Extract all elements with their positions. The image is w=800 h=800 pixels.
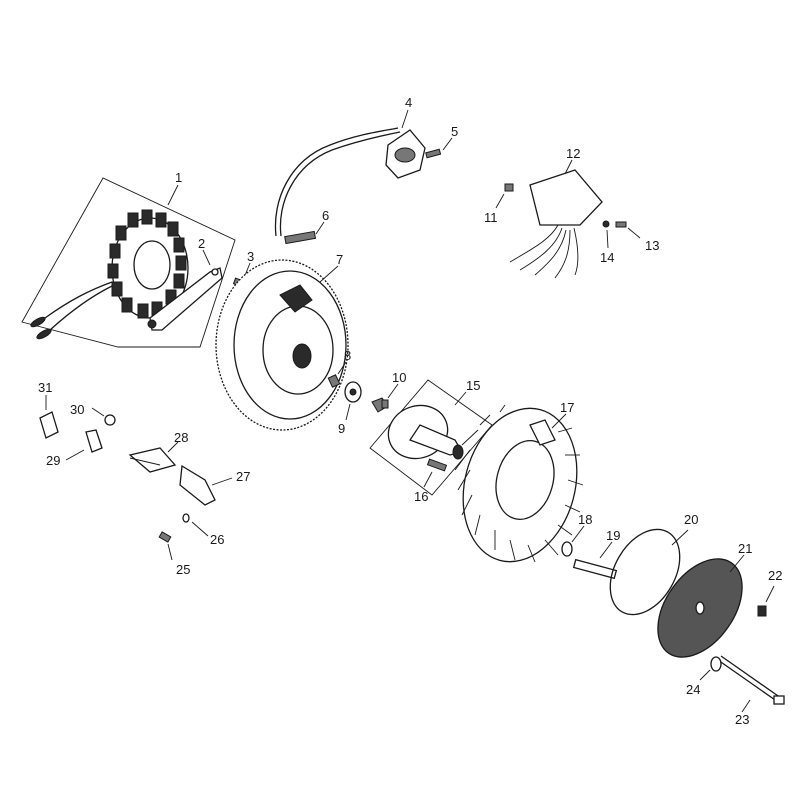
label-9: 9 [338, 421, 345, 436]
bolt-10 [371, 383, 399, 413]
stator-assembly [21, 177, 236, 348]
stator-teeth [107, 209, 187, 319]
pin-19 [572, 541, 618, 580]
fan-blades [454, 404, 584, 563]
label-23: 23 [735, 712, 749, 727]
label-2: 2 [198, 236, 205, 251]
label-5: 5 [451, 124, 458, 139]
bracket [147, 249, 223, 331]
label-10: 10 [392, 370, 406, 385]
label-14: 14 [600, 250, 614, 265]
label-22: 22 [768, 568, 782, 583]
label-6: 6 [322, 208, 329, 223]
screw-5 [425, 137, 453, 159]
label-8: 8 [344, 348, 351, 363]
label-26: 26 [210, 532, 224, 547]
label-7: 7 [336, 252, 343, 267]
washer-18 [561, 525, 585, 557]
part-labels: 1 2 3 4 5 6 7 8 9 10 11 12 13 14 15 16 1… [38, 95, 782, 727]
long-bolt [699, 655, 785, 713]
label-15: 15 [466, 378, 480, 393]
hub-assembly [369, 379, 493, 496]
label-11: 11 [484, 210, 498, 225]
screen-21 [657, 554, 745, 658]
label-1: 1 [175, 170, 182, 185]
label-12: 12 [566, 146, 580, 161]
label-13: 13 [645, 238, 659, 253]
small-hardware [39, 395, 233, 561]
label-16: 16 [414, 489, 428, 504]
spring-22 [757, 585, 775, 617]
label-19: 19 [606, 528, 620, 543]
label-29: 29 [46, 453, 60, 468]
fan [454, 404, 584, 563]
label-17: 17 [560, 400, 574, 415]
label-4: 4 [405, 95, 412, 110]
label-25: 25 [176, 562, 190, 577]
label-21: 21 [738, 541, 752, 556]
label-28: 28 [174, 430, 188, 445]
flywheel [215, 259, 349, 431]
label-27: 27 [236, 469, 250, 484]
ring-20 [609, 528, 689, 616]
ignition-coil [274, 109, 426, 237]
spark-terminal [284, 221, 325, 245]
label-30: 30 [70, 402, 84, 417]
key-washer [327, 361, 362, 421]
label-18: 18 [578, 512, 592, 527]
label-3: 3 [247, 249, 254, 264]
label-31: 31 [38, 380, 52, 395]
label-20: 20 [684, 512, 698, 527]
label-24: 24 [686, 682, 700, 697]
bolt-16 [423, 458, 448, 488]
rectifier [495, 159, 641, 279]
